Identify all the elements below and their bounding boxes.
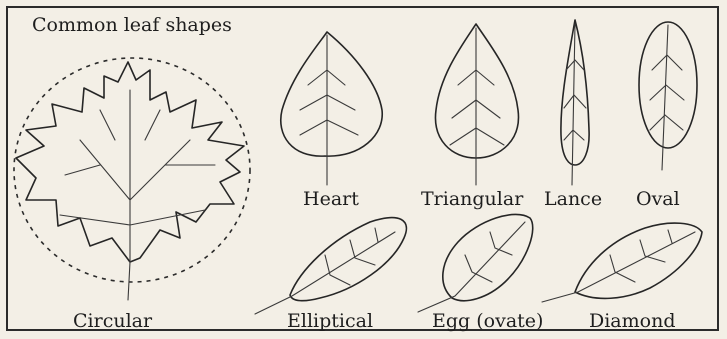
circular-leaf-drawing xyxy=(14,58,250,300)
lance-leaf-drawing xyxy=(561,20,589,185)
triangular-leaf-drawing xyxy=(435,24,518,185)
diagram-title: Common leaf shapes xyxy=(32,16,232,35)
label-triangular: Triangular xyxy=(421,190,523,209)
label-egg-ovate: Egg (ovate) xyxy=(432,312,543,331)
label-circular: Circular xyxy=(73,312,152,331)
egg-leaf-drawing xyxy=(418,214,533,312)
oval-leaf-drawing xyxy=(639,22,697,170)
label-elliptical: Elliptical xyxy=(287,312,373,331)
label-oval: Oval xyxy=(636,190,680,209)
label-lance: Lance xyxy=(544,190,602,209)
label-heart: Heart xyxy=(303,190,359,209)
label-diamond: Diamond xyxy=(589,312,676,331)
diamond-leaf-drawing xyxy=(542,223,702,302)
heart-leaf-drawing xyxy=(281,32,382,185)
elliptical-leaf-drawing xyxy=(255,218,406,314)
